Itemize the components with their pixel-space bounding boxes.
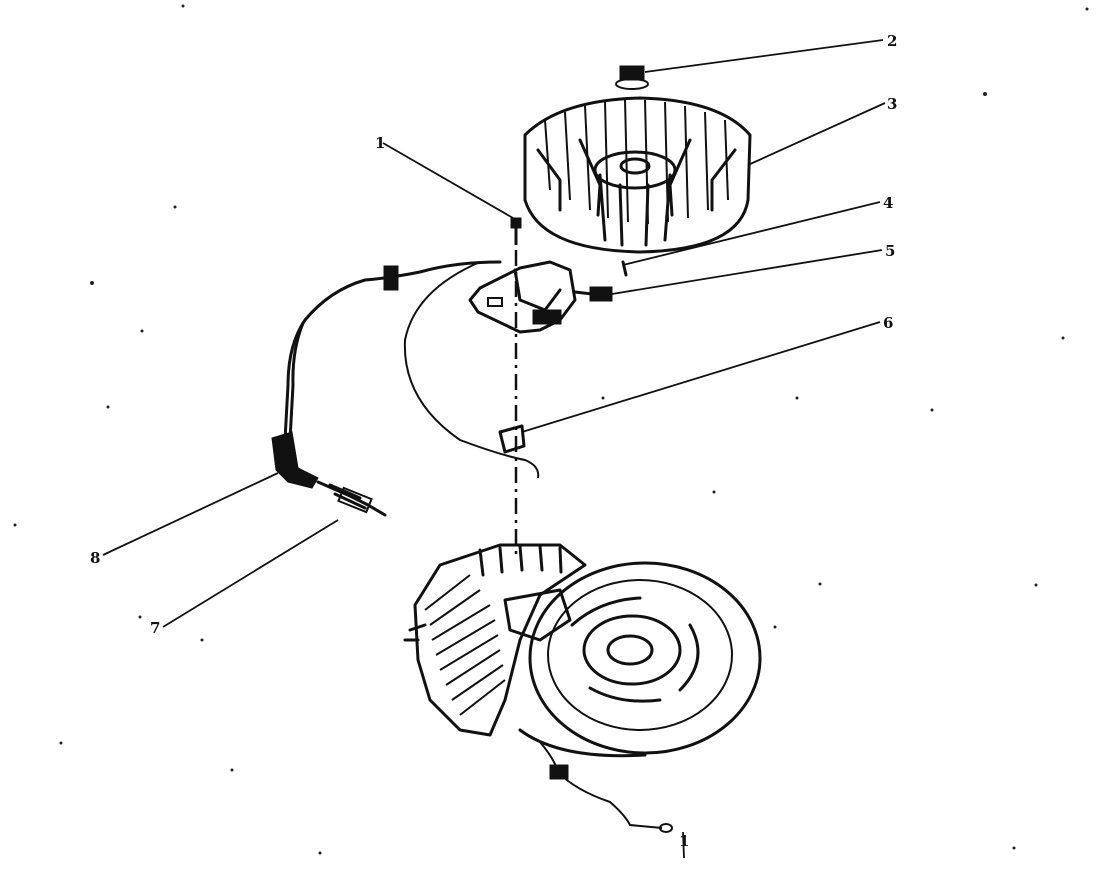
- ignition-module: [468, 260, 613, 334]
- callout-6: 6: [883, 314, 893, 332]
- spark-plug: [316, 480, 387, 517]
- callout-1-bottom: 1: [679, 832, 689, 850]
- engine-block: [403, 543, 762, 758]
- callout-8: 8: [90, 549, 100, 567]
- callout-labels: 1 2 3 4 5 6 7 8 1: [90, 32, 897, 850]
- spark-plug-lead: [283, 260, 502, 442]
- scan-noise: [13, 4, 1089, 855]
- stop-wire: [539, 741, 673, 833]
- callout-7: 7: [150, 619, 160, 637]
- screw: [510, 217, 522, 245]
- leader-lines: [102, 39, 886, 859]
- ground-wire: [403, 261, 540, 479]
- flywheel-nut: [615, 65, 649, 90]
- callout-5: 5: [885, 242, 895, 260]
- callout-4: 4: [883, 194, 893, 212]
- callout-2: 2: [887, 32, 897, 50]
- callout-3: 3: [887, 95, 897, 113]
- flywheel: [523, 96, 752, 254]
- callout-1-top: 1: [375, 134, 385, 152]
- spark-plug-boot: [271, 431, 319, 489]
